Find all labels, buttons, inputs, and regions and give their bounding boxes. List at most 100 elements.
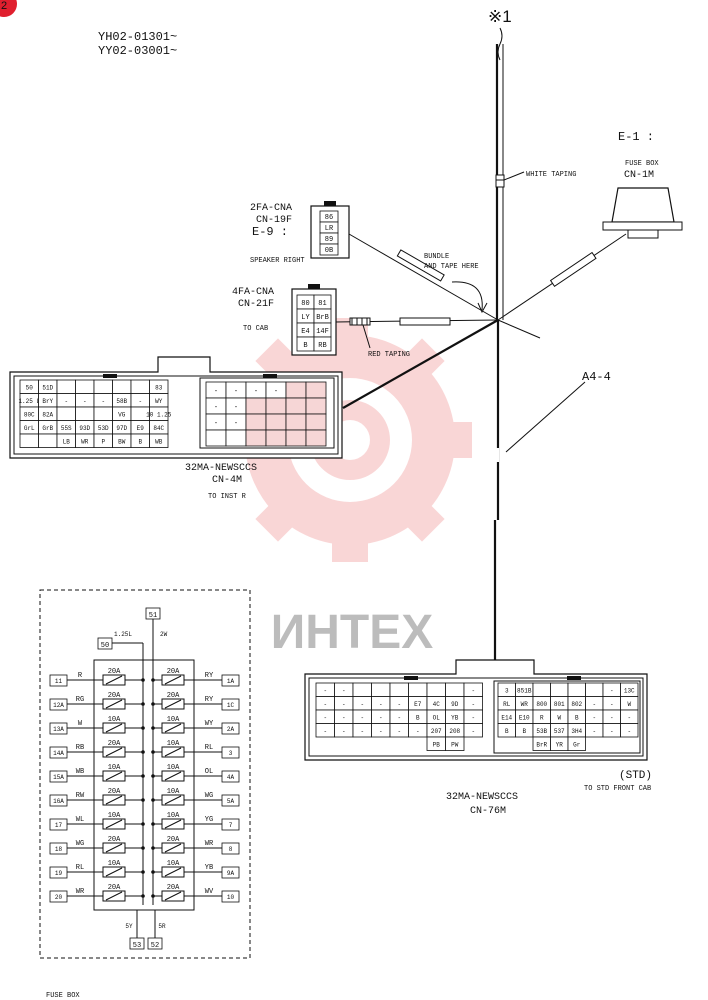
fuse-right-terminal: [221, 674, 240, 687]
cn76m-pin-label: YB: [451, 715, 459, 722]
cn4m-pin-label: 82A: [42, 412, 53, 419]
cn76m-pin-cell: [389, 682, 409, 697]
fuse-left-wire-color: RL: [76, 864, 84, 872]
cn76m-pin-label: -: [397, 701, 401, 708]
cn76m-pin-label: 801: [554, 701, 565, 708]
to-std-label: TO STD FRONT CAB: [584, 785, 651, 793]
fuse-box-caption: FUSE BOX: [46, 992, 80, 1000]
cn4m-pin-label: WR: [81, 439, 89, 446]
cab-connector-cn: CN-21F: [238, 299, 274, 310]
fuse-left-wire-color: RB: [76, 744, 84, 752]
cn76m-pin-label: -: [342, 701, 346, 708]
cn76m-pin-label: -: [360, 701, 364, 708]
fuse-left-wire-color: R: [78, 672, 83, 680]
cn76m-pin-cell: [567, 736, 586, 751]
fuse-left-terminal-label: 16A: [53, 798, 64, 805]
cn4m-pin-label: 84C: [153, 425, 164, 432]
cn4m-pin-cell: [19, 433, 39, 448]
cab-pin-label: 81: [318, 300, 326, 308]
fuse-left-wire-color: WL: [76, 816, 84, 824]
fuse-left-amp: 20A: [108, 740, 121, 748]
cn76m-pin-label: -: [379, 728, 383, 735]
cn76m-pin-label: W: [557, 715, 561, 722]
cn4m-empty-cell: [285, 429, 307, 447]
fuse-right-terminal-label: 1A: [227, 678, 235, 685]
cn76m-pin-label: -: [610, 701, 614, 708]
cn76m-pin-label: 9D: [451, 701, 459, 708]
fuse-bottom-terminal-label: 53: [133, 942, 141, 950]
cn76m-pin-label: -: [610, 728, 614, 735]
cn4m-pin-label: 80C: [24, 412, 35, 419]
cn4m-empty-cell: [225, 429, 247, 447]
cn4m-empty-cell: [305, 397, 327, 415]
fuse-left-amp: 10A: [108, 812, 121, 820]
cn76m-pin-label: Gr: [573, 742, 581, 749]
cn76m-pin-label: 207: [431, 728, 442, 735]
cn4m-pin-cell: [75, 406, 95, 421]
fuse-left-wire-color: WG: [76, 840, 84, 848]
cn76m-name: 32MA-NEWSCCS: [446, 792, 518, 803]
cn76m-pin-label: B: [522, 728, 526, 735]
cn4m-pin-label: P: [101, 439, 105, 446]
fuse-right-terminal: [221, 842, 240, 855]
cn4m-pin-label: BrY: [42, 398, 53, 405]
cn4m-empty-cell: [205, 429, 227, 447]
cn4m-pin-label: 1.25 L: [18, 398, 40, 405]
fuse-left-amp: 20A: [108, 836, 121, 844]
speaker-pin-label: LR: [325, 225, 334, 233]
speaker-pin-label: 0B: [325, 247, 333, 255]
cn4m-name: 32MA-NEWSCCS: [185, 463, 257, 474]
model-range-2: YY02-03001~: [98, 44, 177, 58]
fuse-left-terminal-label: 19: [55, 870, 63, 877]
cn4m-pin-label: VG: [118, 412, 126, 419]
speaker-pin-label: 89: [325, 236, 333, 244]
cn4m-empty-mark: -: [234, 388, 238, 396]
fuse-bottom-terminal: [147, 937, 163, 950]
cn4m-empty-cell: [285, 397, 307, 415]
cn4m-pin-label: E9: [137, 425, 145, 432]
speaker-pin-cell: [319, 243, 339, 256]
fuse-right-amp: 10A: [167, 788, 180, 796]
cn76m-pin-label: -: [592, 701, 596, 708]
cab-pin-label: E4: [301, 328, 309, 336]
cn76m-pin-label: B: [416, 715, 420, 722]
cn4m-pin-label: -: [83, 398, 87, 405]
fuse-right-terminal: [221, 698, 240, 711]
cab-pin-label: RB: [318, 342, 326, 350]
a44-label: A4-4: [582, 370, 611, 384]
fuse-left-wire-color: RG: [76, 696, 84, 704]
fuse-right-amp: 10A: [167, 716, 180, 724]
cn76m-pin-label: -: [610, 688, 614, 695]
cn4m-pin-cell: [75, 379, 95, 394]
cn76m-pin-label: 851B: [517, 688, 532, 695]
cn4m-pin-cell: [149, 433, 169, 448]
cn4m-pin-label: 10 1.25: [146, 412, 172, 419]
cn76m-pin-label: -: [323, 688, 327, 695]
fuse-left-terminal-label: 13A: [53, 726, 64, 733]
fuse-right-terminal-label: 8: [229, 846, 233, 853]
fuse-right-amp: 20A: [167, 692, 180, 700]
fuse-right-terminal-label: 1C: [227, 702, 235, 709]
fuse-left-amp: 10A: [108, 764, 121, 772]
cn4m-pin-label: B: [138, 439, 142, 446]
cn4m-pin-label: -: [138, 398, 142, 405]
model-range-1: YH02-01301~: [98, 30, 177, 44]
speaker-right-label: SPEAKER RIGHT: [250, 257, 305, 265]
cn76m-pin-label: RL: [503, 701, 511, 708]
fusebox-name: FUSE BOX: [625, 160, 659, 168]
cn76m-pin-label: OL: [433, 715, 441, 722]
fuse-right-terminal: [221, 746, 240, 759]
tape-here-label: AND TAPE HERE: [424, 263, 479, 271]
fuse-left-wire-color: W: [78, 720, 83, 728]
cn76m-pin-label: 53B: [536, 728, 547, 735]
fuse-right-wire-color: WV: [205, 888, 214, 896]
cn4m-empty-cell: [285, 413, 307, 431]
fuse-right-amp: 20A: [167, 836, 180, 844]
cn4m-pin-label: WB: [155, 439, 163, 446]
cn4m-pin-label: 58B: [116, 398, 127, 405]
cn76m-pin-label: E14: [501, 715, 512, 722]
